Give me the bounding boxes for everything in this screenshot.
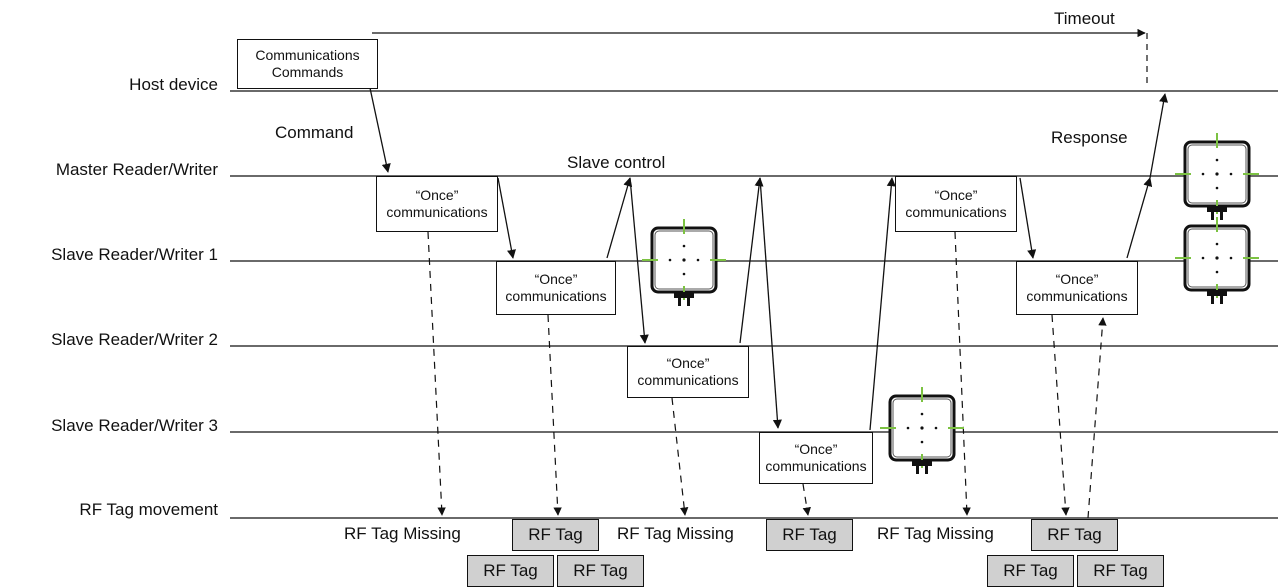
reader-writer-icon [880, 387, 964, 474]
response-label: Response [1051, 128, 1128, 147]
rf-tag-7: RF Tag [1077, 555, 1164, 587]
arrow-master-to-s1 [497, 177, 516, 259]
host-box-line1: Communications [255, 47, 360, 63]
reader-writer-icon [1175, 217, 1259, 304]
host-box-line2: Commands [271, 64, 344, 80]
arrow-s2-to-master [739, 177, 764, 344]
slave-control-label: Slave control [567, 153, 666, 172]
once-comm-box-master-1: “Once” communications [376, 176, 498, 232]
command-arrow [369, 87, 391, 173]
once-label: “Once” [934, 187, 978, 203]
rf-tag-missing-1: RF Tag Missing [344, 524, 461, 543]
once-label: “Once” [1055, 271, 1099, 287]
rf-tag-3: RF Tag [1031, 519, 1118, 551]
lane-label-slave3: Slave Reader/Writer 3 [51, 416, 218, 435]
lane-label-slave2: Slave Reader/Writer 2 [51, 330, 218, 349]
communications-label: communications [386, 204, 488, 220]
arrow-master-to-s2 [629, 177, 649, 344]
lane-label-host: Host device [129, 75, 218, 94]
lane-label-slave1: Slave Reader/Writer 1 [51, 245, 218, 264]
arrow-s1-to-master [606, 177, 633, 259]
communications-label: communications [765, 458, 867, 474]
rf-tag-6: RF Tag [987, 555, 1074, 587]
once-comm-box-slave1-1: “Once” communications [496, 261, 616, 315]
arrow-master-to-s1-second [1019, 177, 1037, 259]
once-label: “Once” [534, 271, 578, 287]
timeout-label: Timeout [1054, 9, 1115, 28]
response-arrow [1149, 93, 1169, 179]
command-label: Command [275, 123, 354, 142]
reader-writer-icon [642, 219, 726, 306]
communications-label: communications [905, 204, 1007, 220]
reader-writer-icon [1175, 133, 1259, 220]
once-label: “Once” [666, 355, 710, 371]
timeout-line [372, 28, 1148, 88]
communications-label: communications [637, 372, 739, 388]
once-comm-box-slave3: “Once” communications [759, 432, 873, 484]
rf-tag-2: RF Tag [766, 519, 853, 551]
lane-label-tag: RF Tag movement [79, 500, 218, 519]
rf-tag-4: RF Tag [467, 555, 554, 587]
tag-arrows [427, 231, 1107, 519]
rf-tag-5: RF Tag [557, 555, 644, 587]
communications-label: communications [1026, 288, 1128, 304]
once-label: “Once” [415, 187, 459, 203]
arrow-master-to-s3 [759, 177, 782, 429]
rf-tag-missing-2: RF Tag Missing [617, 524, 734, 543]
rf-tag-1: RF Tag [512, 519, 599, 551]
arrow-s1-to-master-second [1126, 177, 1153, 259]
message-arrows [369, 87, 1169, 431]
once-comm-box-slave1-2: “Once” communications [1016, 261, 1138, 315]
once-comm-box-slave2: “Once” communications [627, 346, 749, 398]
rf-tag-missing-3: RF Tag Missing [877, 524, 994, 543]
once-label: “Once” [794, 441, 838, 457]
communications-label: communications [505, 288, 607, 304]
lane-label-master: Master Reader/Writer [55, 160, 218, 179]
arrow-s3-to-master [869, 177, 896, 431]
once-comm-box-master-2: “Once” communications [895, 176, 1017, 232]
host-commands-box: Communications Commands [237, 39, 378, 89]
